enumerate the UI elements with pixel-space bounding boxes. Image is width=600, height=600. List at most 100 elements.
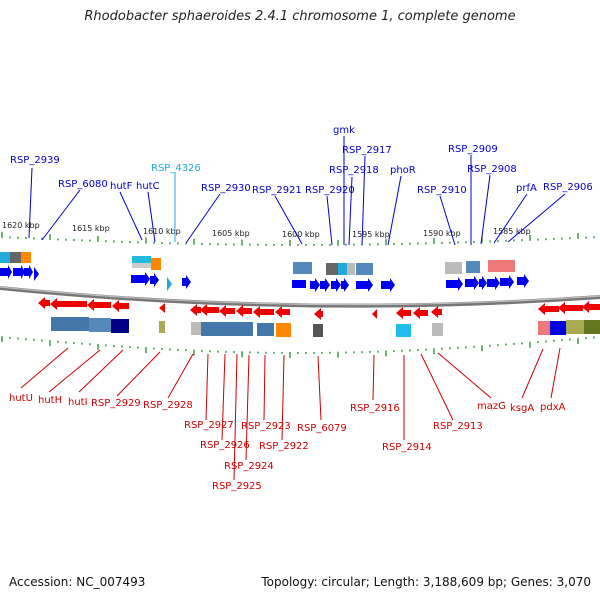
reverse-gene-arrow[interactable] bbox=[159, 303, 165, 313]
callout-line bbox=[147, 191, 156, 243]
gene-label[interactable]: RSP_2917 bbox=[342, 145, 392, 156]
reverse-gene-arrow[interactable] bbox=[582, 301, 600, 313]
gene-label[interactable]: hutC bbox=[136, 181, 160, 192]
reverse-gene-arrow[interactable] bbox=[190, 304, 201, 316]
top-gene-labels: RSP_2939 RSP_6080 hutF hutC RSP_4326 RSP… bbox=[10, 125, 593, 196]
callout-line bbox=[78, 349, 124, 393]
kbp-label: 1585 kbp bbox=[493, 227, 531, 236]
gene-label[interactable]: RSP_6079 bbox=[297, 423, 347, 434]
gene-label[interactable]: RSP_2909 bbox=[448, 144, 498, 155]
forward-gene-arrow[interactable] bbox=[331, 278, 341, 292]
gene-label[interactable]: RSP_2929 bbox=[91, 398, 141, 409]
topology-summary-text: Topology: circular; Length: 3,188,609 bp… bbox=[261, 575, 591, 589]
callout-line bbox=[372, 354, 375, 401]
reverse-gene-arrow[interactable] bbox=[236, 305, 252, 317]
reverse-gene-arrow[interactable] bbox=[50, 298, 87, 310]
reverse-gene-arrow[interactable] bbox=[431, 306, 442, 318]
callout-line bbox=[361, 155, 366, 246]
gene-label[interactable]: RSP_2916 bbox=[350, 403, 400, 414]
gene-label[interactable]: RSP_2906 bbox=[543, 182, 593, 193]
callout-line bbox=[439, 195, 456, 246]
reverse-gene-arrow[interactable] bbox=[275, 306, 290, 318]
reverse-gene-arrow[interactable] bbox=[372, 309, 377, 319]
gene-label[interactable]: RSP_2923 bbox=[241, 421, 291, 432]
reverse-gene-arrow[interactable] bbox=[413, 307, 428, 319]
forward-gene-arrow[interactable] bbox=[341, 278, 349, 292]
gene-label[interactable]: RSP_2922 bbox=[259, 441, 309, 452]
forward-gene-arrow[interactable] bbox=[292, 280, 306, 288]
gene-label[interactable]: hutI bbox=[68, 397, 88, 408]
gene-label[interactable]: hutF bbox=[110, 181, 133, 192]
forward-gene-arrow[interactable] bbox=[446, 277, 463, 291]
gene-label[interactable]: RSP_2921 bbox=[252, 185, 302, 196]
callout-line bbox=[28, 167, 33, 239]
gene-label[interactable]: prfA bbox=[516, 183, 537, 194]
gene-label[interactable]: RSP_6080 bbox=[58, 179, 108, 190]
reverse-gene-arrow[interactable] bbox=[219, 305, 235, 317]
forward-gene-arrow[interactable] bbox=[479, 276, 487, 290]
reverse-gene-arrow[interactable] bbox=[396, 307, 411, 319]
gene-label[interactable]: RSP_2910 bbox=[417, 185, 467, 196]
gene-label[interactable]: RSP_2920 bbox=[305, 185, 355, 196]
callout-line bbox=[387, 175, 402, 246]
bottom-callout-lines bbox=[20, 347, 561, 481]
gene-label[interactable]: hutH bbox=[38, 395, 62, 406]
callout-line bbox=[245, 354, 250, 461]
callout-line bbox=[437, 352, 492, 399]
gene-label[interactable]: RSP_2939 bbox=[10, 155, 60, 166]
forward-gene-arrow[interactable] bbox=[310, 278, 320, 292]
forward-gene-arrow[interactable] bbox=[381, 278, 395, 292]
gene-label[interactable]: RSP_2925 bbox=[212, 481, 262, 492]
forward-gene-arrow[interactable] bbox=[500, 275, 514, 289]
gene-label[interactable]: RSP_2926 bbox=[200, 440, 250, 451]
forward-gene-arrow[interactable] bbox=[150, 273, 159, 287]
forward-gene-arrow[interactable] bbox=[356, 278, 373, 292]
reverse-gene-arrow[interactable] bbox=[314, 308, 323, 320]
kbp-label: 1620 kbp bbox=[2, 221, 40, 230]
gene-label[interactable]: gmk bbox=[333, 125, 355, 136]
gene-label[interactable]: RSP_2927 bbox=[184, 420, 234, 431]
gene-label[interactable]: ksgA bbox=[510, 403, 534, 414]
forward-gene-arrow[interactable] bbox=[465, 276, 479, 290]
reverse-gene-arrow[interactable] bbox=[38, 297, 50, 309]
callout-line bbox=[326, 195, 333, 246]
forward-gene-arrow[interactable] bbox=[24, 265, 33, 279]
callout-line bbox=[263, 354, 266, 421]
reverse-gene-arrow[interactable] bbox=[558, 302, 583, 314]
gene-label[interactable]: mazG bbox=[477, 401, 506, 412]
gene-label[interactable]: RSP_2913 bbox=[433, 421, 483, 432]
gene-label[interactable]: hutU bbox=[9, 393, 33, 404]
reverse-gene-arrow[interactable] bbox=[200, 304, 219, 316]
forward-gene-arrow[interactable] bbox=[131, 272, 150, 286]
gene-label[interactable]: RSP_2924 bbox=[224, 461, 274, 472]
forward-gene-arrow[interactable] bbox=[182, 275, 191, 289]
gene-label[interactable]: RSP_2928 bbox=[143, 400, 193, 411]
reverse-gene-arrow[interactable] bbox=[87, 299, 111, 311]
forward-gene-arrow[interactable] bbox=[0, 265, 12, 279]
forward-gene-arrow[interactable] bbox=[167, 277, 172, 291]
gene-label[interactable]: RSP_2914 bbox=[382, 442, 432, 453]
gene-label[interactable]: RSP_2908 bbox=[467, 164, 517, 175]
forward-gene-arrow[interactable] bbox=[320, 278, 330, 292]
forward-gene-arrow[interactable] bbox=[13, 265, 25, 279]
forward-gene-arrow[interactable] bbox=[34, 267, 39, 281]
gene-label[interactable]: pdxA bbox=[540, 402, 566, 413]
callout-line bbox=[507, 193, 566, 243]
reverse-gene-arrow[interactable] bbox=[253, 306, 274, 318]
callout-line bbox=[185, 193, 221, 244]
reverse-gene-arrow[interactable] bbox=[538, 303, 559, 315]
kbp-label: 1615 kbp bbox=[72, 224, 110, 233]
gene-label[interactable]: phoR bbox=[390, 165, 416, 176]
gene-label[interactable]: RSP_2930 bbox=[201, 183, 251, 194]
kbp-label: 1605 kbp bbox=[212, 229, 250, 238]
forward-gene-arrow[interactable] bbox=[517, 274, 529, 288]
callout-line bbox=[119, 191, 143, 241]
gene-label[interactable]: RSP_2918 bbox=[329, 165, 379, 176]
reverse-gene-arrow[interactable] bbox=[112, 300, 129, 312]
reverse-genes bbox=[38, 297, 600, 320]
forward-gene-arrow[interactable] bbox=[487, 276, 500, 290]
chromosome-backbone bbox=[0, 286, 600, 308]
gene-label[interactable]: RSP_4326 bbox=[151, 163, 201, 174]
